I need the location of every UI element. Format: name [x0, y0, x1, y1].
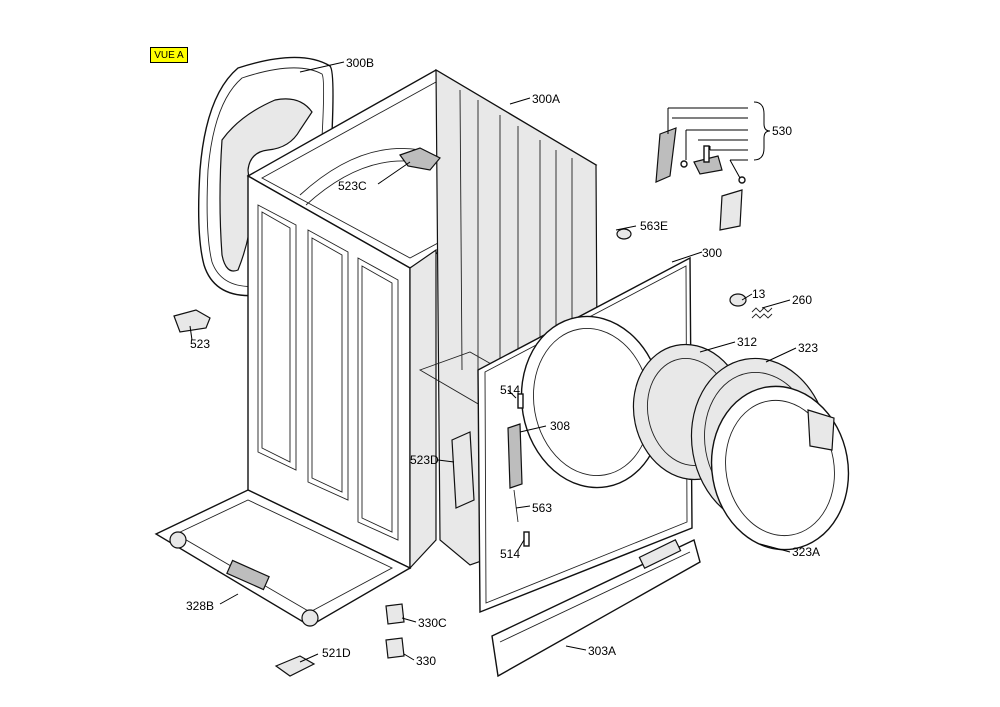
part-303a-control-panel	[491, 539, 701, 678]
part-563-cord	[513, 489, 519, 523]
label-13: 13	[752, 287, 766, 301]
label-530: 530	[772, 124, 792, 138]
part-13-bushing	[729, 293, 747, 307]
label-300a: 300A	[532, 92, 560, 106]
label-323a: 323A	[792, 545, 820, 559]
part-308-door-lock	[507, 423, 523, 489]
label-514-upper: 514	[500, 383, 520, 397]
label-323: 323	[798, 341, 818, 355]
part-514-screws	[517, 393, 530, 547]
part-521d-pad	[274, 655, 316, 677]
label-563e: 563E	[640, 219, 668, 233]
part-328b-base	[154, 489, 412, 627]
label-523d: 523D	[410, 453, 439, 467]
label-523: 523	[190, 337, 210, 351]
part-260-spring	[751, 307, 773, 319]
label-303a: 303A	[588, 644, 616, 658]
label-521d: 521D	[322, 646, 351, 660]
part-323a-door-frame-outer	[710, 385, 850, 551]
callout-labels: 300B 300A 523C 530 563E 300 13 260 523 3…	[186, 56, 820, 668]
part-330-foot	[385, 637, 405, 659]
part-300-front-panel	[477, 256, 693, 614]
part-523-bracket	[173, 309, 211, 333]
view-tag: VUE A	[150, 47, 188, 63]
label-328b: 328B	[186, 599, 214, 613]
label-308: 308	[550, 419, 570, 433]
label-300: 300	[702, 246, 722, 260]
label-330: 330	[416, 654, 436, 668]
part-530-hinge-set	[655, 127, 746, 231]
label-563: 563	[532, 501, 552, 515]
label-260: 260	[792, 293, 812, 307]
label-514-lower: 514	[500, 547, 520, 561]
part-523d-latch	[451, 431, 475, 509]
label-312: 312	[737, 335, 757, 349]
label-330c: 330C	[418, 616, 447, 630]
part-330c-foot	[385, 603, 405, 625]
leader-lines	[189, 61, 797, 663]
label-300b: 300B	[346, 56, 374, 70]
label-523c: 523C	[338, 179, 367, 193]
part-563e-plug	[616, 228, 632, 240]
